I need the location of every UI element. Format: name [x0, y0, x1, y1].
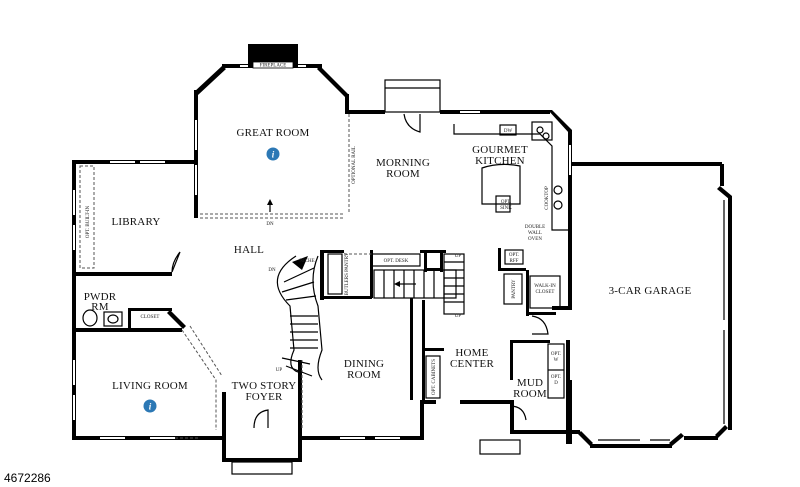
info-icon-living-room[interactable]: i — [143, 399, 157, 413]
dining-label-2: ROOM — [347, 369, 381, 381]
hall-label: HALL — [234, 244, 264, 256]
kitchen-label-2: KITCHEN — [475, 155, 525, 167]
niche-label: NICHE — [299, 259, 314, 264]
mud-room-label-1: MUD — [517, 377, 543, 389]
info-icon-glyph: i — [272, 150, 275, 160]
oven-label-1: DOUBLE — [525, 225, 545, 230]
dn-stair-label: DN — [268, 268, 276, 273]
oven-label-2: WALL — [528, 231, 542, 236]
dn-great-label: DN — [266, 222, 274, 227]
great-room-label: GREAT ROOM — [236, 127, 309, 139]
info-icon-great-room[interactable]: i — [266, 147, 280, 161]
room-labels: GREAT ROOM MORNING ROOM GOURMET KITCHEN … — [84, 127, 692, 403]
opt-d-label-2: D — [554, 381, 558, 386]
pantry-label: PANTRY — [512, 279, 517, 299]
pwdr-label-2: RM — [91, 301, 109, 313]
opt-cabinets-label: OPT. CABINETS — [432, 359, 437, 395]
info-icon-glyph: i — [149, 402, 152, 412]
library-label: LIBRARY — [111, 216, 160, 228]
dining-label-1: DINING — [344, 358, 384, 370]
opt-rff-label-2: RFF — [510, 259, 519, 264]
foyer-label-2: FOYER — [245, 391, 283, 403]
pwdr-label-1: PWDR — [84, 291, 117, 303]
kitchen-label-1: GOURMET — [472, 144, 528, 156]
home-center-label-2: CENTER — [450, 358, 494, 370]
opt-d-label-1: OPT. — [551, 375, 561, 380]
closet-label: CLOSET — [141, 315, 160, 320]
opt-rff-label-1: OPT. — [509, 253, 519, 258]
up-back-label: UP — [455, 254, 462, 259]
walk-in-label-2: CLOSET — [536, 290, 555, 295]
morning-room-label-1: MORNING — [376, 157, 430, 169]
garage-label: 3-CAR GARAGE — [609, 285, 692, 297]
fireplace-label: FIREPLACE — [260, 64, 287, 69]
walls — [72, 44, 732, 475]
walk-in-label-1: WALK-IN — [534, 284, 556, 289]
living-room-label: LIVING ROOM — [112, 380, 188, 392]
up-lower-label: UP — [455, 314, 462, 319]
details — [73, 65, 725, 441]
opt-desk-label: OPT. DESK — [384, 259, 409, 264]
oven-label-3: OVEN — [528, 237, 542, 242]
opt-sink-label-1: OPT. — [501, 200, 511, 205]
opt-sink-label-2: SINK — [500, 206, 512, 211]
opt-w-label-2: W — [554, 358, 559, 363]
up-stair-label: UP — [276, 368, 283, 373]
listing-number: 4672286 — [4, 471, 51, 485]
mud-room-label-2: ROOM — [513, 388, 547, 400]
morning-room-label-2: ROOM — [386, 168, 420, 180]
opt-w-label-1: OPT. — [551, 352, 561, 357]
foyer-label-1: TWO STORY — [232, 380, 297, 392]
opt-built-in-label: OPT. BUILT-IN — [86, 205, 91, 238]
home-center-label-1: HOME — [455, 347, 488, 359]
annotations: FIREPLACE OPTIONAL RAIL DN DW OPT. SINK … — [86, 64, 561, 396]
cooktop-label: COOKTOP — [545, 186, 550, 210]
butlers-pantry-label: BUTLERS PANTRY — [345, 252, 350, 295]
dw-label: DW — [504, 129, 513, 134]
optional-rail-label: OPTIONAL RAIL — [352, 146, 357, 184]
